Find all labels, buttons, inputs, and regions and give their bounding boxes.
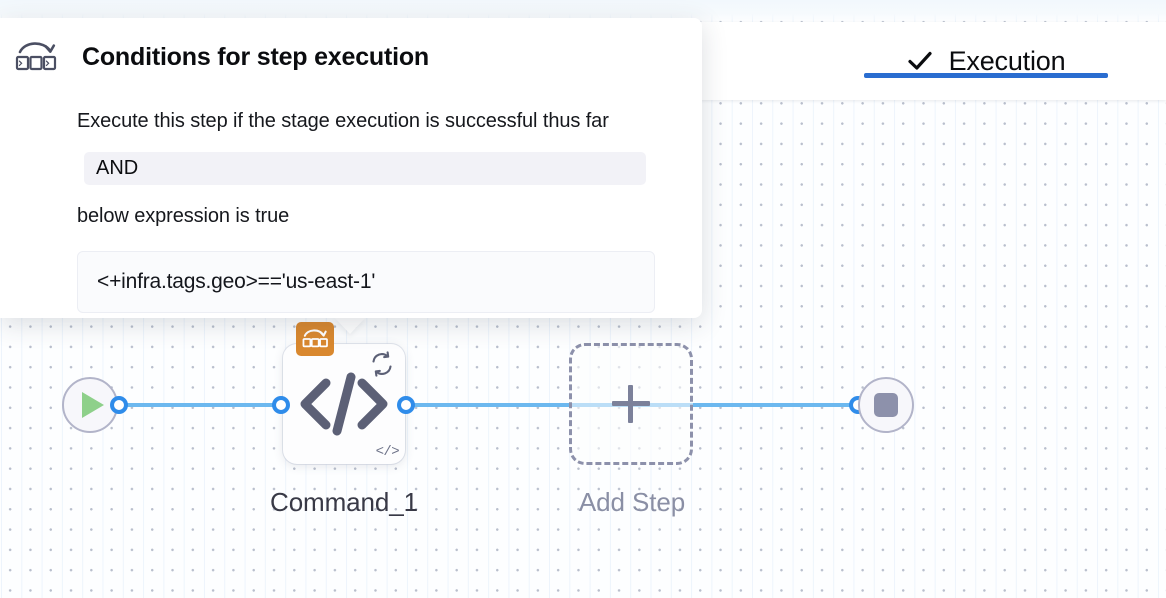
shell-script-badge-icon[interactable] xyxy=(296,322,334,356)
add-step-label: Add Step xyxy=(578,487,686,517)
condition-expression-value: <+infra.tags.geo>=='us-east-1' xyxy=(97,270,376,293)
add-step-node[interactable] xyxy=(569,343,693,465)
connector-dot-start[interactable] xyxy=(110,396,128,414)
condition-operator-value: AND xyxy=(96,157,139,179)
plus-icon xyxy=(612,385,650,423)
condition-operator-select[interactable]: AND xyxy=(84,152,646,185)
conditions-popover: Conditions for step execution Execute th… xyxy=(0,18,702,318)
tab-execution[interactable]: Execution xyxy=(864,22,1108,100)
active-tab-underline xyxy=(864,73,1108,78)
edge-start-to-step xyxy=(124,403,286,407)
check-icon xyxy=(907,48,933,74)
step-node-label: Command_1 xyxy=(270,487,418,517)
popover-header: Conditions for step execution xyxy=(14,38,429,76)
stop-icon xyxy=(874,393,898,417)
play-icon xyxy=(82,392,104,418)
condition-expression-input[interactable]: <+infra.tags.geo>=='us-east-1' xyxy=(77,251,655,313)
shell-script-icon xyxy=(14,38,58,76)
popover-description: Execute this step if the stage execution… xyxy=(77,110,609,132)
loop-icon[interactable] xyxy=(365,347,399,381)
code-tag-icon: </> xyxy=(375,444,400,460)
popover-sub-description: below expression is true xyxy=(77,205,290,227)
connector-dot-step-out[interactable] xyxy=(397,396,415,414)
popover-tail xyxy=(334,317,366,334)
code-icon xyxy=(283,344,405,464)
end-node[interactable] xyxy=(858,377,914,433)
step-node-command-1[interactable]: </> xyxy=(283,322,405,464)
connector-dot-step-in[interactable] xyxy=(272,396,290,414)
popover-title: Conditions for step execution xyxy=(82,42,429,71)
tab-execution-label: Execution xyxy=(948,45,1066,76)
